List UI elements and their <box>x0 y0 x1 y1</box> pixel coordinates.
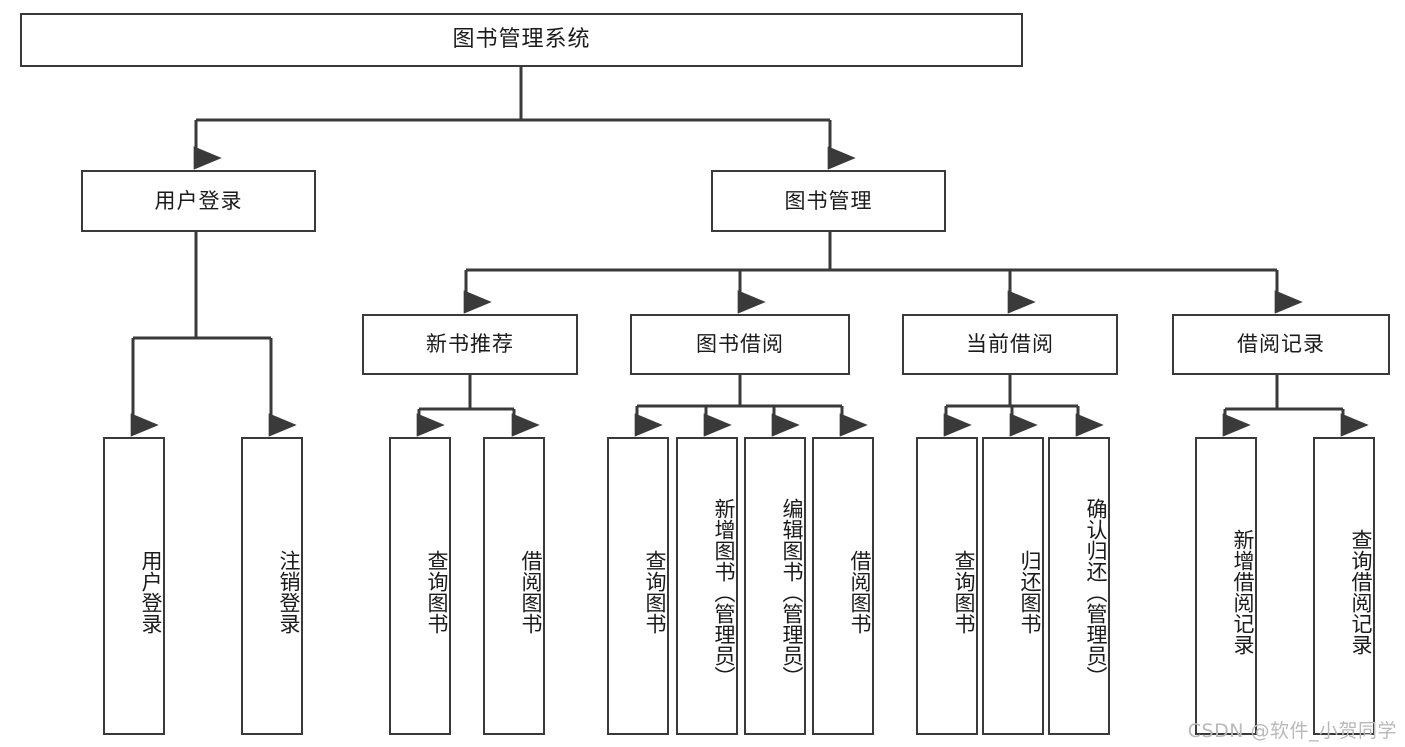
node-label: 借阅图书 <box>519 550 543 634</box>
node-leaf-query-borrow-record[interactable]: 查询借阅记录 <box>1313 437 1375 735</box>
node-book-manage[interactable]: 图书管理 <box>711 170 946 232</box>
node-leaf-return-book[interactable]: 归还图书 <box>982 437 1044 735</box>
node-current-borrow[interactable]: 当前借阅 <box>902 314 1118 375</box>
node-label: 图书管理 <box>784 188 873 213</box>
node-leaf-add-borrow-record[interactable]: 新增借阅记录 <box>1195 437 1257 735</box>
node-leaf-borrow-book-recommend[interactable]: 借阅图书 <box>483 437 545 735</box>
node-label: 注销登录 <box>277 550 301 634</box>
node-label: 新增借阅记录 <box>1231 529 1255 655</box>
node-leaf-confirm-return-admin[interactable]: 确认归还（管理员） <box>1048 437 1110 735</box>
node-borrow-record[interactable]: 借阅记录 <box>1172 314 1390 375</box>
node-label: 图书借阅 <box>696 332 784 357</box>
node-leaf-user-login[interactable]: 用户登录 <box>103 437 165 735</box>
node-label: 当前借阅 <box>966 332 1054 357</box>
node-user-login[interactable]: 用户登录 <box>81 170 316 232</box>
node-label: 查询图书 <box>425 550 449 634</box>
node-leaf-borrow-book[interactable]: 借阅图书 <box>812 437 874 735</box>
node-root-book-management-system[interactable]: 图书管理系统 <box>20 13 1023 67</box>
node-leaf-add-book-admin[interactable]: 新增图书（管理员） <box>676 437 738 735</box>
node-leaf-edit-book-admin[interactable]: 编辑图书（管理员） <box>744 437 806 735</box>
node-label: 新增图书（管理员） <box>712 497 736 687</box>
node-label: 查询图书 <box>643 550 667 634</box>
node-label: 归还图书 <box>1018 550 1042 634</box>
node-new-book-recommend[interactable]: 新书推荐 <box>362 314 578 375</box>
node-label: 图书管理系统 <box>452 27 591 53</box>
node-label: 确认归还（管理员） <box>1084 497 1108 687</box>
node-leaf-query-book-current[interactable]: 查询图书 <box>916 437 978 735</box>
node-label: 借阅图书 <box>848 550 872 634</box>
node-label: 用户登录 <box>139 550 163 634</box>
node-label: 用户登录 <box>154 188 243 213</box>
node-label: 编辑图书（管理员） <box>780 497 804 687</box>
node-label: 新书推荐 <box>426 332 514 357</box>
node-leaf-query-book-recommend[interactable]: 查询图书 <box>389 437 451 735</box>
node-label: 借阅记录 <box>1237 332 1325 357</box>
node-leaf-user-logout[interactable]: 注销登录 <box>241 437 303 735</box>
node-label: 查询图书 <box>952 550 976 634</box>
node-book-borrow[interactable]: 图书借阅 <box>630 314 850 375</box>
node-leaf-query-book-borrow[interactable]: 查询图书 <box>607 437 669 735</box>
node-label: 查询借阅记录 <box>1349 529 1373 655</box>
